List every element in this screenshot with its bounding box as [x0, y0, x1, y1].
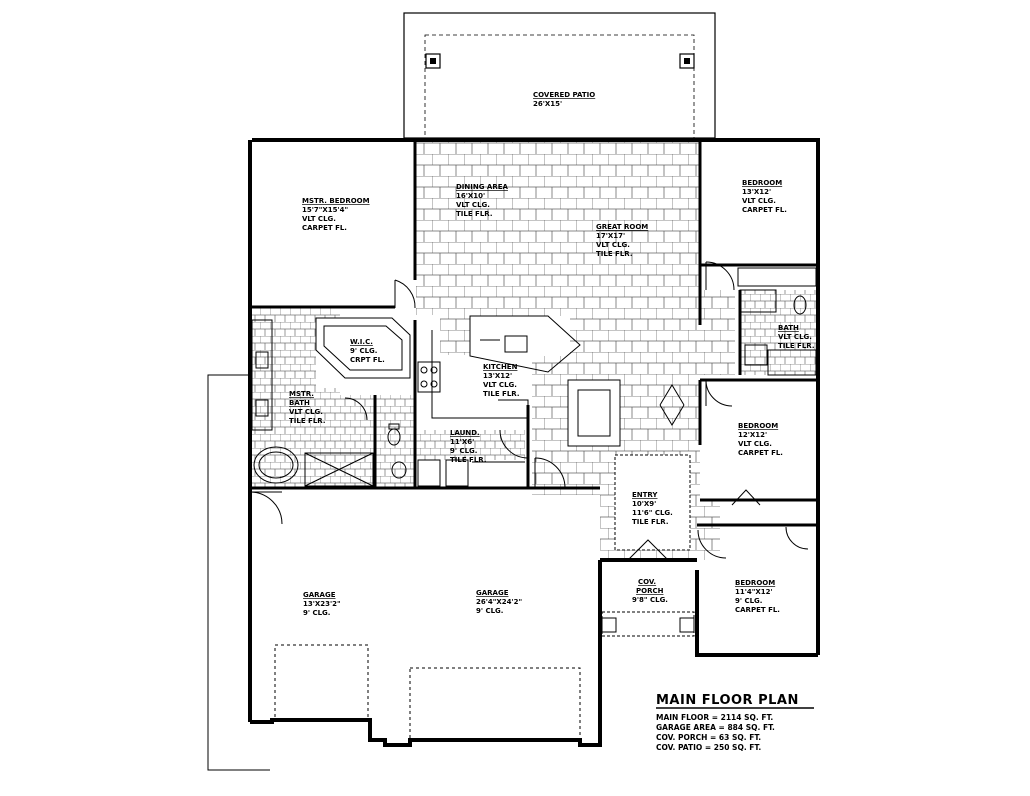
title-block: MAIN FLOOR PLAN MAIN FLOOR = 2114 SQ. FT…	[656, 693, 814, 752]
room-labels: COVERED PATIO 26'X15' MSTR. BEDROOM 15'7…	[289, 91, 814, 617]
label-bedroom-ne: BEDROOM 13'X12' VLT CLG. CARPET FL.	[742, 179, 787, 214]
covered-patio	[403, 12, 716, 139]
label-cov-porch: COV. PORCH 9'8" CLG.	[632, 578, 668, 604]
label-covered-patio: COVERED PATIO 26'X15'	[533, 91, 598, 108]
label-entry: ENTRY 10'X9' 11'6" CLG. TILE FLR.	[632, 491, 675, 526]
label-mstr-bath: MSTR. BATH VLT CLG. TILE FLR.	[289, 390, 325, 425]
label-great-room: GREAT ROOM 17'X17' VLT CLG. TILE FLR.	[596, 223, 651, 258]
label-bath: BATH VLT CLG. TILE FLR.	[778, 324, 814, 350]
label-kitchen: KITCHEN 13'X12' VLT CLG. TILE FLR.	[483, 363, 520, 398]
area-cov-porch: COV. PORCH = 63 SQ. FT.	[656, 733, 761, 742]
fixtures	[251, 267, 817, 741]
exterior-walls	[248, 138, 820, 747]
label-bedroom-e: BEDROOM 12'X12' VLT CLG. CARPET FL.	[738, 422, 783, 457]
area-main-floor: MAIN FLOOR = 2114 SQ. FT.	[656, 713, 773, 722]
label-dining-area: DINING AREA 16'X10' VLT CLG. TILE FLR.	[456, 183, 510, 218]
plan-title: MAIN FLOOR PLAN	[656, 693, 799, 708]
property-line	[207, 374, 270, 771]
label-laundry: LAUND. 11'X6' 9' CLG. TILE FLR.	[450, 429, 486, 464]
label-garage-main: GARAGE 26'4"X24'2" 9' CLG.	[476, 589, 525, 615]
area-cov-patio: COV. PATIO = 250 SQ. FT.	[656, 743, 761, 752]
label-bedroom-se: BEDROOM 11'4"X12' 9' CLG. CARPET FL.	[735, 579, 780, 614]
label-garage-west: GARAGE 13'X23'2" 9' CLG.	[303, 591, 343, 617]
door-swings	[249, 261, 809, 559]
fixture-knockouts	[316, 316, 690, 550]
label-mstr-bedroom: MSTR. BEDROOM 15'7"X15'4" VLT CLG. CARPE…	[302, 197, 372, 232]
label-wic: W.I.C. 9' CLG. CRPT FL.	[350, 338, 385, 364]
area-garage: GARAGE AREA = 884 SQ. FT.	[656, 723, 775, 732]
